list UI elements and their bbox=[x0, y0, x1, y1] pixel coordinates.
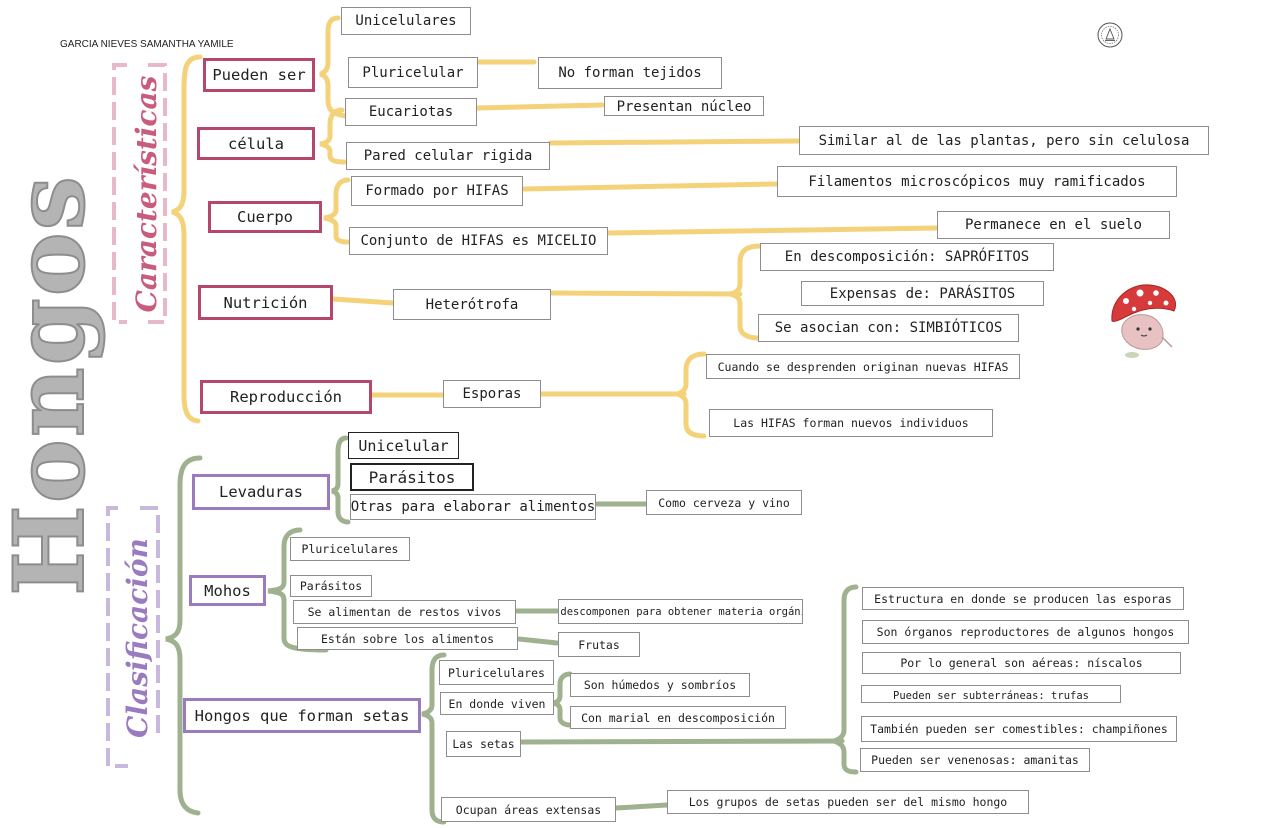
node-grupos-setas: Los grupos de setas pueden ser del mismo… bbox=[667, 790, 1029, 814]
node-celula: célula bbox=[197, 127, 315, 160]
node-cuerpo: Cuerpo bbox=[208, 201, 322, 233]
university-seal-icon bbox=[1097, 22, 1123, 48]
node-cerveza-vino: Como cerveza y vino bbox=[646, 490, 802, 515]
node-unicelular-levaduras: Unicelular bbox=[348, 432, 459, 459]
node-micelio: Conjunto de HIFAS es MICELIO bbox=[349, 227, 608, 255]
characteristics-main-brace bbox=[171, 54, 203, 424]
node-parasitos-mohos: Parásitos bbox=[290, 575, 372, 597]
node-presentan-nucleo: Presentan núcleo bbox=[604, 96, 764, 116]
node-restos-vivos: Se alimentan de restos vivos bbox=[293, 600, 516, 624]
node-eucariotas: Eucariotas bbox=[345, 98, 477, 126]
setas-brace bbox=[421, 652, 447, 825]
node-las-setas: Las setas bbox=[446, 731, 521, 757]
node-sobre-alimentos: Están sobre los alimentos bbox=[297, 627, 518, 650]
node-venenosas-amanitas: Pueden ser venenosas: amanitas bbox=[860, 748, 1090, 772]
levaduras-brace bbox=[331, 435, 351, 525]
node-humedos-sombrios: Son húmedos y sombríos bbox=[570, 673, 750, 697]
node-unicelulares: Unicelulares bbox=[341, 7, 471, 35]
reproduccion-brace bbox=[672, 351, 707, 439]
donde-viven-brace bbox=[552, 671, 573, 728]
node-areas-extensas: Ocupan áreas extensas bbox=[441, 797, 616, 822]
node-organos-reproductores: Son órganos reproductores de algunos hon… bbox=[862, 620, 1189, 644]
classification-connectors bbox=[165, 435, 859, 825]
author-name: GARCIA NIEVES SAMANTHA YAMILE bbox=[60, 39, 234, 50]
las-setas-brace bbox=[826, 584, 859, 775]
classification-main-brace bbox=[165, 455, 203, 816]
node-parasitos-levaduras: Parásitos bbox=[350, 463, 474, 491]
nutricion-brace bbox=[729, 243, 763, 341]
node-subterraneas-trufas: Pueden ser subterráneas: trufas bbox=[861, 685, 1121, 703]
node-pluricelulares-setas: Pluricelulares bbox=[439, 660, 554, 685]
node-no-forman-tejidos: No forman tejidos bbox=[538, 57, 722, 89]
mushroom-character-icon bbox=[1111, 284, 1176, 358]
node-desprenden-hifas: Cuando se desprenden originan nuevas HIF… bbox=[706, 354, 1020, 379]
node-similar-plantas: Similar al de las plantas, pero sin celu… bbox=[799, 126, 1209, 155]
cuerpo-brace bbox=[323, 177, 351, 245]
pueden-ser-brace bbox=[319, 15, 349, 119]
node-comestibles-champinones: También pueden ser comestibles: champiño… bbox=[861, 716, 1177, 742]
node-aereas-niscalos: Por lo general son aéreas: níscalos bbox=[862, 652, 1181, 674]
node-pueden-ser: Pueden ser bbox=[203, 58, 315, 92]
characteristics-connectors bbox=[171, 15, 940, 439]
node-pared-celular: Pared celular rigida bbox=[346, 142, 550, 170]
node-estructura-esporas: Estructura en donde se producen las espo… bbox=[862, 587, 1184, 610]
node-pluricelular: Pluricelular bbox=[348, 57, 478, 88]
node-reproduccion: Reproducción bbox=[200, 380, 372, 414]
page-title: Hongos bbox=[0, 173, 107, 597]
node-pluricelulares-mohos: Pluricelulares bbox=[290, 537, 410, 561]
node-levaduras: Levaduras bbox=[192, 474, 330, 510]
celula-brace bbox=[319, 107, 347, 165]
node-permanece-suelo: Permanece en el suelo bbox=[937, 211, 1170, 239]
node-donde-viven: En donde viven bbox=[440, 692, 554, 715]
node-hongos-setas: Hongos que forman setas bbox=[183, 698, 421, 733]
mohos-brace bbox=[267, 527, 329, 653]
node-marial-descomposicion: Con marial en descomposición bbox=[570, 706, 786, 729]
node-simbioticos: Se asocian con: SIMBIÓTICOS bbox=[758, 314, 1019, 342]
node-parasitos-nutricion: Expensas de: PARÁSITOS bbox=[801, 281, 1044, 306]
node-nutricion: Nutrición bbox=[198, 285, 333, 320]
node-formado-hifas: Formado por HIFAS bbox=[351, 176, 523, 206]
node-saprofitos: En descomposición: SAPRÓFITOS bbox=[760, 243, 1054, 271]
node-nuevos-individuos: Las HIFAS forman nuevos individuos bbox=[709, 409, 993, 437]
node-filamentos: Filamentos microscópicos muy ramificados bbox=[777, 166, 1177, 197]
node-mohos: Mohos bbox=[189, 575, 266, 606]
node-elaborar-alimentos: Otras para elaborar alimentos bbox=[350, 494, 596, 520]
section-label-clasificacion: Clasificación bbox=[121, 538, 154, 738]
node-heterotrofa: Heterótrofa bbox=[393, 289, 551, 320]
node-esporas: Esporas bbox=[443, 380, 541, 408]
section-label-caracteristicas: Características bbox=[130, 75, 163, 313]
node-materia-organica: Se descomponen para obtener materia orgá… bbox=[558, 599, 803, 624]
node-frutas: Frutas bbox=[558, 632, 640, 657]
